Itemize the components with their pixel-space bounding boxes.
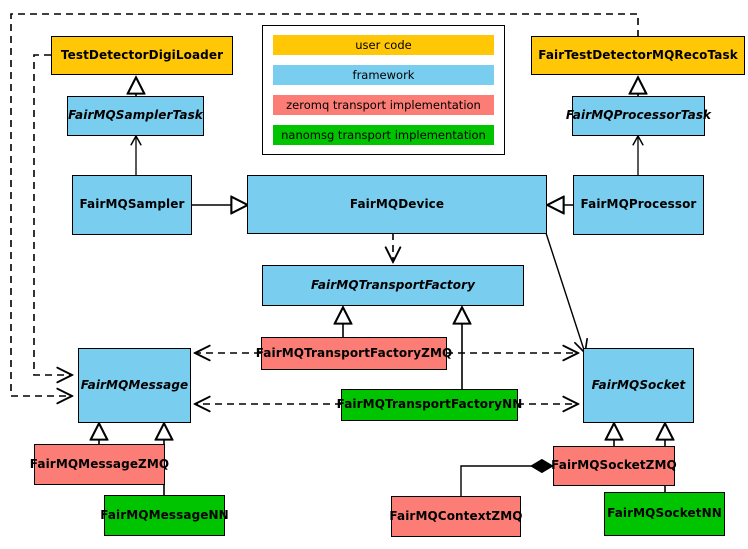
node-label: FairMQSamplerTask — [68, 108, 203, 123]
edge-device-socket — [545, 232, 585, 353]
node-label: FairMQMessage — [80, 377, 189, 392]
node-fair-mq-transport-factory-nn[interactable]: FairMQTransportFactoryNN — [337, 389, 522, 421]
node-fair-mq-transport-factory[interactable]: FairMQTransportFactory — [262, 265, 524, 306]
node-label: FairMQMessageNN — [100, 507, 229, 522]
node-label: FairMQTransportFactoryZMQ — [255, 345, 453, 360]
node-label: FairMQTransportFactory — [310, 277, 476, 292]
node-label: FairMQDevice — [349, 196, 445, 211]
node-fair-mq-socket[interactable]: FairMQSocket — [583, 348, 694, 423]
node-fair-mq-device[interactable]: FairMQDevice — [247, 175, 547, 234]
node-fair-mq-message[interactable]: FairMQMessage — [78, 348, 191, 423]
node-label: FairMQTransportFactoryNN — [336, 397, 523, 412]
legend-label: user code — [355, 38, 412, 52]
node-test-detector-digi-loader[interactable]: TestDetectorDigiLoader — [51, 36, 233, 75]
node-label: FairMQContextZMQ — [389, 508, 523, 523]
node-label: FairMQMessageZMQ — [29, 456, 170, 471]
legend-item-nanomsg: nanomsg transport implementation — [273, 125, 494, 145]
node-fair-mq-message-nn[interactable]: FairMQMessageNN — [100, 495, 229, 536]
node-fair-mq-socket-nn[interactable]: FairMQSocketNN — [604, 492, 725, 536]
node-fair-mq-sampler-task[interactable]: FairMQSamplerTask — [67, 96, 204, 136]
node-label: FairMQProcessorTask — [565, 108, 712, 123]
node-label: FairMQSocket — [591, 377, 686, 392]
legend-item-user-code: user code — [273, 35, 494, 55]
legend-item-zeromq: zeromq transport implementation — [273, 95, 494, 115]
edge-contextzmq-socketzmq — [460, 466, 551, 496]
node-fair-mq-processor[interactable]: FairMQProcessor — [573, 175, 704, 235]
node-fair-mq-processor-task[interactable]: FairMQProcessorTask — [566, 96, 711, 136]
node-fair-mq-message-zmq[interactable]: FairMQMessageZMQ — [30, 444, 169, 485]
node-fair-mq-context-zmq[interactable]: FairMQContextZMQ — [389, 496, 523, 537]
edge-recotask-message — [10, 13, 639, 396]
legend: user code framework zeromq transport imp… — [262, 25, 505, 155]
node-label: FairTestDetectorMQRecoTask — [538, 47, 738, 62]
legend-label: framework — [352, 68, 415, 82]
node-label: FairMQProcessor — [580, 197, 697, 212]
node-label: FairMQSocketZMQ — [551, 458, 677, 473]
node-fair-mq-transport-factory-zmq[interactable]: FairMQTransportFactoryZMQ — [256, 337, 452, 370]
node-label: TestDetectorDigiLoader — [60, 47, 224, 62]
node-fair-mq-sampler[interactable]: FairMQSampler — [72, 175, 192, 235]
legend-label: zeromq transport implementation — [286, 98, 481, 112]
node-fair-test-detector-mq-reco-task[interactable]: FairTestDetectorMQRecoTask — [531, 36, 745, 75]
node-fair-mq-socket-zmq[interactable]: FairMQSocketZMQ — [551, 446, 677, 486]
node-label: FairMQSampler — [79, 197, 185, 212]
node-label: FairMQSocketNN — [607, 506, 722, 521]
legend-item-framework: framework — [273, 65, 494, 85]
legend-label: nanomsg transport implementation — [281, 128, 486, 142]
